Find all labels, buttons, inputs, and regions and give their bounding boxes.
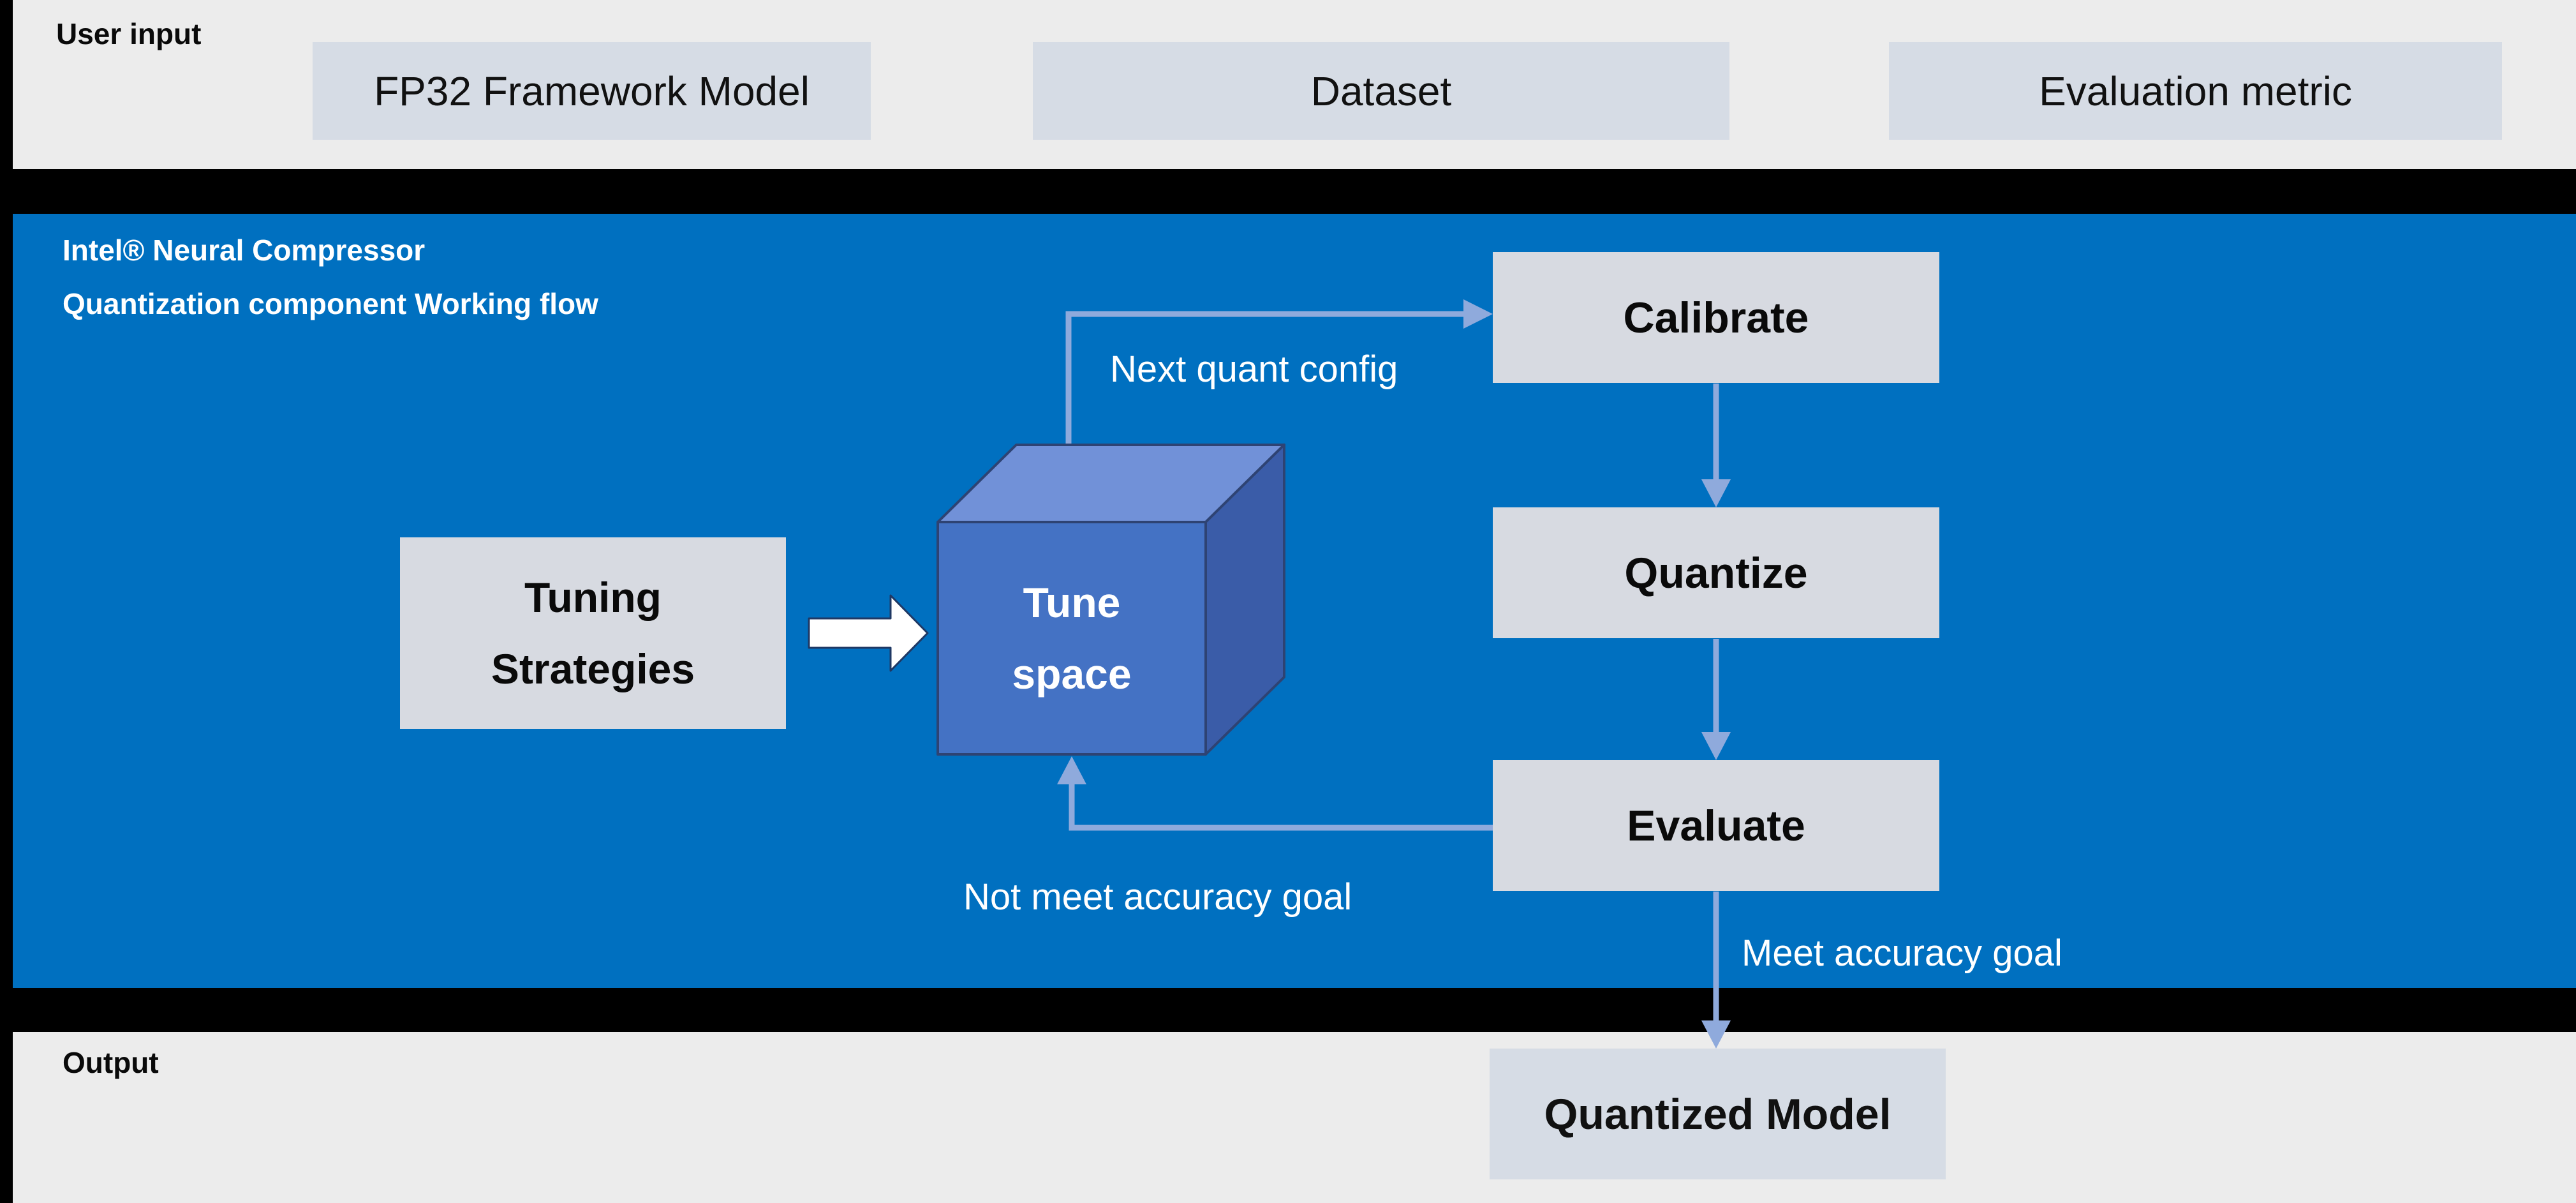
quantize-label: Quantize (1624, 548, 1808, 597)
evaluation-metric-label: Evaluation metric (2039, 68, 2352, 114)
not-meet-accuracy-goal-label: Not meet accuracy goal (963, 876, 1352, 918)
calibrate-label: Calibrate (1623, 293, 1809, 342)
quantized-model-label: Quantized Model (1544, 1089, 1891, 1139)
tune-space-cube (936, 444, 1285, 756)
evaluate-label: Evaluate (1627, 801, 1805, 850)
tune-space-label: Tune space (1012, 579, 1132, 698)
fp32-framework-model-label: FP32 Framework Model (374, 68, 810, 114)
dataset-label: Dataset (1310, 68, 1452, 114)
next-quant-config-label: Next quant config (1110, 348, 1398, 390)
tuning-strategies-label: Tuning Strategies (491, 574, 695, 692)
evaluate-box: Evaluate (1493, 760, 1939, 891)
evaluate-to-output-arrow (1701, 892, 1731, 1049)
evaluation-metric-box: Evaluation metric (1889, 42, 2502, 140)
not-meet-return-arrow (1057, 756, 1493, 831)
workflow-title-line1: Intel® Neural Compressor (63, 234, 426, 267)
cube-front-face (936, 521, 1207, 756)
tuning-to-tunespace-block-arrow (808, 594, 929, 672)
quantize-to-evaluate-arrow (1701, 639, 1731, 760)
dataset-box: Dataset (1033, 42, 1729, 140)
workflow-title-line2: Quantization component Working flow (63, 287, 598, 320)
quantized-model-box: Quantized Model (1490, 1049, 1946, 1179)
user-input-label: User input (56, 17, 202, 50)
tuning-strategies-box: Tuning Strategies (400, 537, 786, 729)
output-label: Output (63, 1046, 159, 1079)
output-section (13, 1032, 2576, 1203)
next-quant-config-arrow (1065, 299, 1493, 467)
fp32-framework-model-box: FP32 Framework Model (313, 42, 871, 140)
calibrate-box: Calibrate (1493, 252, 1939, 383)
calibrate-to-quantize-arrow (1701, 384, 1731, 507)
meet-accuracy-goal-label: Meet accuracy goal (1742, 932, 2062, 974)
quantize-box: Quantize (1493, 507, 1939, 638)
